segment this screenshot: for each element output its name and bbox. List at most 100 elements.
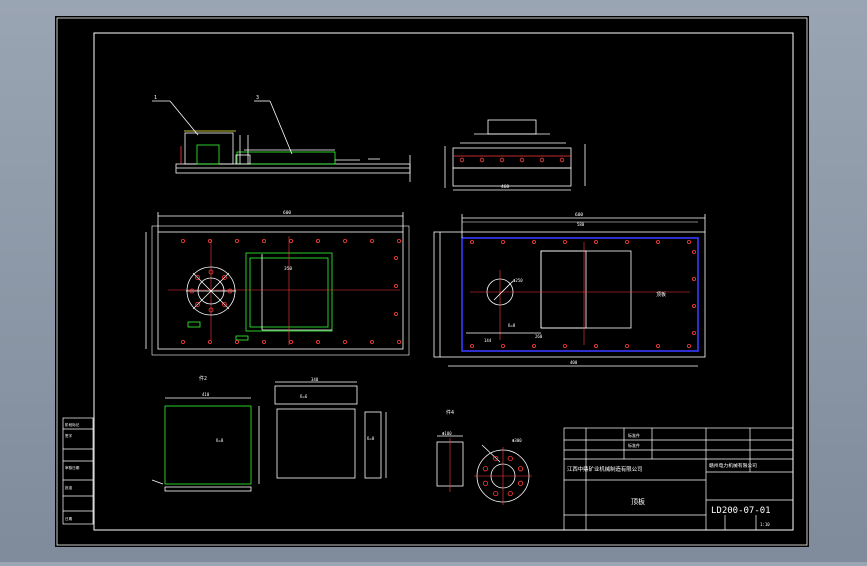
bolt-hole: [656, 343, 661, 348]
strip-cell-1: 阶段标记: [65, 422, 80, 427]
bolt-hole: [207, 339, 212, 344]
bolt-hole: [459, 157, 465, 163]
bolt-hole: [342, 238, 347, 243]
bolt-hole: [288, 339, 293, 344]
bolt-hole: [234, 339, 239, 344]
dim-part2-width: 340: [311, 377, 319, 382]
bolt-hole: [519, 157, 525, 163]
bolt-hole: [369, 339, 374, 344]
bolt-hole: [559, 157, 565, 163]
bolt-hole: [625, 343, 630, 348]
dim-part1-width: 410: [202, 392, 210, 397]
left-strip-table: [62, 417, 94, 525]
strip-cell-4: 批准: [65, 485, 73, 490]
dim-flange-dia: Φ300: [512, 438, 522, 443]
bolt-hole: [261, 339, 266, 344]
flange-hole: [517, 466, 524, 472]
bolt-hole: [500, 239, 505, 244]
flange-hole: [482, 480, 489, 486]
plate-tag: 顶板: [656, 291, 666, 298]
bolt-hole: [692, 276, 697, 281]
strip-cell-5: 日期: [65, 516, 73, 521]
bolt-hole: [315, 339, 320, 344]
bolt-hole: [594, 239, 599, 244]
flange-hole: [195, 275, 200, 280]
flange-hole: [482, 466, 489, 472]
bolt-hole: [500, 343, 505, 348]
flange-hole: [517, 480, 524, 486]
plan-view-bolt-holes: [180, 238, 401, 344]
bolt-hole: [539, 157, 545, 163]
part-plate-3: [364, 411, 387, 479]
flange-hole: [189, 288, 195, 294]
bolt-hole: [396, 339, 401, 344]
bolt-hole: [315, 238, 320, 243]
dim-part3-note: δ=8: [367, 436, 375, 441]
title-block: [563, 427, 794, 531]
part-plate-1: [151, 397, 260, 492]
part-name: 顶板: [631, 497, 645, 506]
bolt-hole: [479, 157, 485, 163]
bolt-hole: [532, 239, 537, 244]
dim-thickness: δ=8: [508, 323, 516, 328]
drawing-scale: 1:10: [760, 522, 770, 527]
bolt-hole: [656, 239, 661, 244]
dim-right-width-2: 580: [577, 222, 585, 227]
dim-inner-square: 350: [284, 266, 292, 272]
rev-row-2: 标准件: [628, 442, 640, 448]
bolt-hole: [180, 238, 185, 243]
bolt-hole: [469, 239, 474, 244]
flange-hole: [208, 269, 214, 275]
dim-part1-note: δ=8: [216, 438, 224, 443]
side-elevation-view: [444, 119, 586, 191]
bolt-hole: [692, 303, 697, 308]
company-name-2: 赣州电力机械有限公司: [709, 462, 757, 469]
part-plate-2: [274, 381, 358, 479]
flange-hole: [227, 288, 233, 294]
bolt-hole: [207, 238, 212, 243]
bolt-hole: [563, 343, 568, 348]
bolt-hole: [687, 239, 692, 244]
leader-label-1: 1: [154, 95, 157, 101]
bolt-hole: [594, 343, 599, 348]
dim-part2-note: δ=6: [300, 394, 308, 399]
drawing-number: LD200-07-01: [711, 506, 771, 516]
flange-hole: [507, 455, 513, 462]
bolt-hole: [393, 255, 398, 260]
rev-row-1: 标准件: [628, 432, 640, 438]
flange-detail: [436, 435, 532, 505]
bolt-hole: [499, 157, 505, 163]
flange-hole: [222, 275, 227, 280]
bolt-hole: [234, 238, 239, 243]
bolt-hole: [692, 330, 697, 335]
side-elevation-holes: [459, 157, 565, 163]
bolt-hole: [396, 238, 401, 243]
dim-right-width: 600: [575, 212, 583, 218]
leader-label-3: 3: [256, 95, 259, 101]
dim-flange-width: Φ100: [442, 431, 452, 436]
flange-hole: [195, 302, 200, 307]
flange-bolt-holes: [482, 455, 524, 497]
part-label-2: 件2: [199, 375, 207, 382]
front-elevation-view: [152, 100, 411, 182]
dim-plan-width: 600: [283, 210, 291, 216]
dim-400: 400: [570, 360, 578, 365]
bolt-hole: [692, 249, 697, 254]
inner-frame: [93, 32, 794, 531]
bolt-hole: [369, 238, 374, 243]
dim-144: 144: [484, 338, 492, 343]
bolt-hole: [687, 343, 692, 348]
bolt-hole: [261, 238, 266, 243]
flange-hole: [222, 302, 227, 307]
dim-hole-diameter: Φ250: [513, 278, 523, 283]
bolt-hole: [393, 311, 398, 316]
company-name: 江西中鼎矿业机械制造有限公司: [567, 465, 642, 473]
right-plan-view: [433, 214, 706, 367]
bolt-hole: [342, 339, 347, 344]
flange-hole: [507, 490, 513, 497]
strip-cell-2: 签字: [65, 433, 73, 438]
bolt-hole: [563, 239, 568, 244]
bolt-hole: [469, 343, 474, 348]
